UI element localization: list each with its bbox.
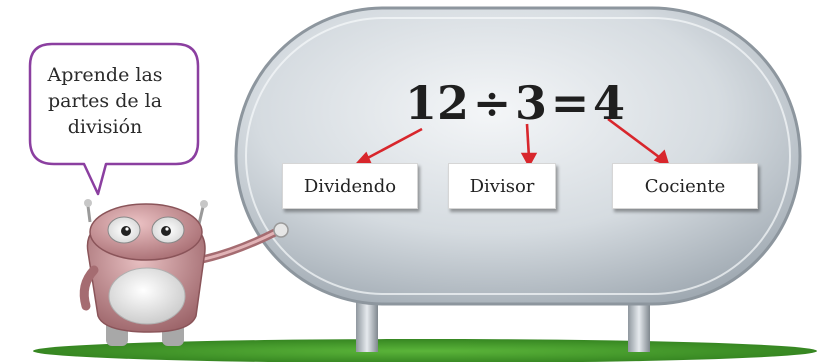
board: [234, 6, 802, 306]
division-equation: 12 ÷ 3 = 4: [405, 74, 625, 132]
arrow-quotient: [607, 117, 664, 162]
board-pole-left: [356, 290, 378, 352]
ground: [33, 339, 817, 362]
speech-bubble: [28, 42, 200, 196]
speech-line: partes de la: [47, 90, 163, 112]
arrow-divisor: [525, 123, 531, 159]
label-divisor: Divisor: [448, 163, 556, 209]
divide-sign: ÷: [472, 76, 512, 130]
divisor-number: 3: [514, 76, 547, 130]
dividend-number: 12: [405, 76, 470, 130]
label-dividend: Dividendo: [282, 163, 418, 209]
quotient-number: 4: [592, 76, 625, 130]
label-quotient: Cociente: [612, 163, 758, 209]
arrow-dividend: [361, 127, 423, 163]
equals-sign: =: [550, 76, 590, 130]
robot: [79, 199, 289, 346]
speech-line: división: [67, 116, 143, 138]
speech-line: Aprende las: [47, 64, 163, 86]
speech-bubble-text: Aprende las partes de la división: [30, 62, 180, 140]
